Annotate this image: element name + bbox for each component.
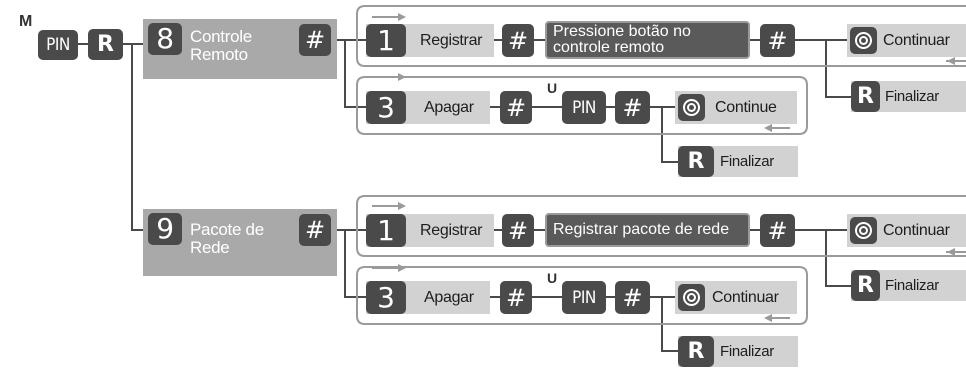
remote-delete-pin-key: PIN: [562, 91, 606, 124]
menu-mode-marker: M: [19, 13, 33, 30]
pin-key: PIN: [38, 30, 78, 60]
r-key: R: [88, 29, 123, 60]
ok-target-icon: [678, 284, 705, 311]
remote-delete-finish-r-key: R: [678, 146, 714, 177]
remote-delete-label: Apagar: [424, 98, 474, 116]
network-title-line2: Rede: [190, 238, 230, 257]
remote-delete-user-marker: U: [547, 80, 558, 96]
ok-target-icon: [678, 94, 705, 121]
remote-register-message: Pressione botão no controle remoto: [545, 21, 750, 59]
network-finish-r-key: R: [851, 270, 880, 301]
remote-confirm-hash-key: #: [299, 24, 331, 56]
remote-register-hash-key: #: [502, 24, 534, 57]
network-delete-continue-label: Continuar: [712, 288, 779, 306]
remote-register-label: Registrar: [420, 31, 483, 49]
ok-target-icon: [850, 217, 877, 244]
remote-digit-key: 8: [148, 23, 182, 55]
network-register-hash2-key: #: [760, 214, 795, 247]
remote-delete-hash-key: #: [500, 91, 532, 124]
remote-delete-hash2-key: #: [615, 91, 650, 124]
remote-message-line1: Pressione botão no: [553, 23, 691, 40]
network-register-label: Registrar: [420, 221, 483, 239]
network-delete-user-marker: U: [547, 270, 558, 286]
network-finish-label: Finalizar: [885, 277, 939, 294]
remote-delete-finish-label: Finalizar: [720, 153, 774, 170]
remote-register-digit-key: 1: [366, 24, 406, 57]
remote-continue-label: Continuar: [883, 31, 950, 49]
network-delete-hash2-key: #: [615, 281, 650, 314]
remote-delete-continue-label: Continue: [715, 98, 777, 116]
network-delete-hash-key: #: [500, 281, 532, 314]
network-confirm-hash-key: #: [299, 214, 331, 246]
network-register-digit-key: 1: [366, 214, 406, 247]
network-message-text: Registrar pacote de rede: [553, 221, 730, 238]
network-register-message: Registrar pacote de rede: [545, 213, 750, 247]
network-delete-finish-label: Finalizar: [720, 343, 774, 360]
network-menu-title: Pacote de Rede: [190, 221, 264, 257]
network-register-hash-key: #: [502, 214, 534, 247]
remote-message-line2: controle remoto: [553, 39, 665, 56]
ok-target-icon: [850, 27, 877, 54]
network-continue-label: Continuar: [883, 221, 950, 239]
network-delete-pin-key: PIN: [562, 281, 606, 314]
remote-title-line1: Controle: [190, 27, 252, 46]
remote-delete-digit-key: 3: [366, 91, 406, 124]
network-title-line1: Pacote de: [190, 220, 264, 239]
network-delete-finish-r-key: R: [678, 336, 714, 367]
remote-finish-r-key: R: [851, 81, 880, 112]
network-delete-digit-key: 3: [366, 281, 406, 314]
remote-title-line2: Remoto: [190, 45, 248, 64]
network-delete-label: Apagar: [424, 288, 474, 306]
remote-menu-title: Controle Remoto: [190, 28, 252, 64]
remote-register-hash2-key: #: [760, 24, 795, 57]
network-digit-key: 9: [148, 213, 182, 245]
remote-finish-label: Finalizar: [885, 88, 939, 105]
